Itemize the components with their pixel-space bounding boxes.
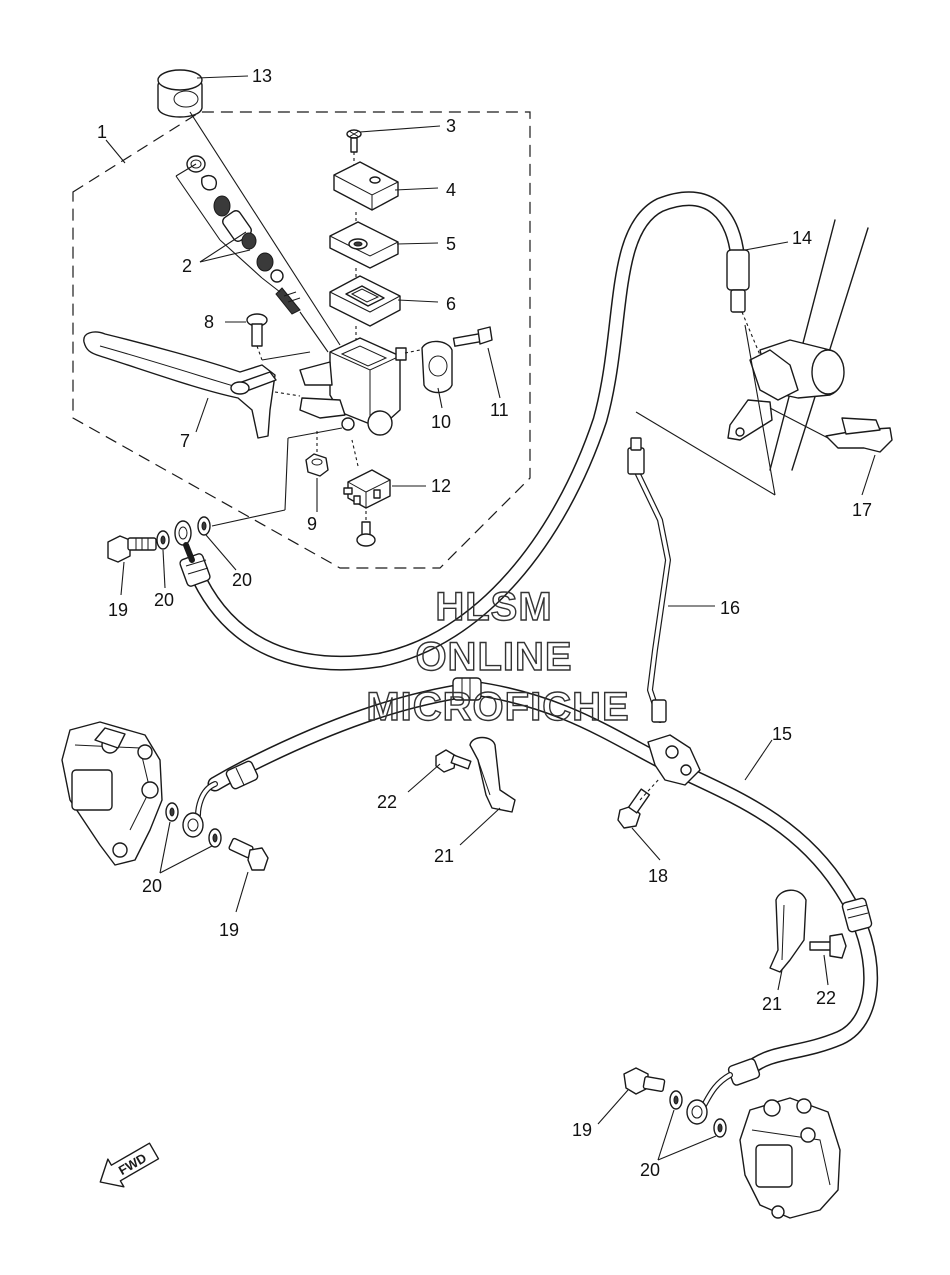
callout-12: 12 [431, 476, 451, 496]
union-bolt-19-right [623, 1067, 666, 1095]
switch-12 [343, 439, 391, 509]
watermark-line-2: ONLINE [415, 635, 572, 679]
nut-9 [305, 430, 329, 477]
callout-19-upper: 19 [108, 600, 128, 620]
brake-hose-left [207, 682, 476, 792]
callout-3: 3 [446, 116, 456, 136]
piston-kit-2 [186, 155, 301, 315]
clamp-21-right [769, 889, 807, 973]
callout-14: 14 [792, 228, 812, 248]
callout-19-left: 19 [219, 920, 239, 940]
callout-19-right: 19 [572, 1120, 592, 1140]
switch-screw [356, 510, 376, 547]
union-bolt-19-left [228, 837, 269, 871]
callout-17: 17 [852, 500, 872, 520]
callout-20-upper-b: 20 [232, 570, 252, 590]
cover-4 [333, 161, 399, 211]
holder-10 [421, 340, 453, 394]
callout-21-left: 21 [434, 846, 454, 866]
callout-15: 15 [772, 724, 792, 744]
callout-20-upper-a: 20 [154, 590, 174, 610]
callout-labels: 13 1 3 4 5 6 2 8 7 10 11 12 9 19 20 20 1… [97, 66, 872, 1180]
diaphragm-6 [329, 275, 401, 327]
bolt-22-left [435, 749, 472, 773]
callout-22-left: 22 [377, 792, 397, 812]
screw-3 [346, 129, 362, 153]
callout-13: 13 [252, 66, 272, 86]
leader-lines [105, 75, 876, 1161]
callout-20-left: 20 [142, 876, 162, 896]
bolt-11 [452, 326, 493, 347]
washer-20-left [165, 802, 222, 848]
callout-10: 10 [431, 412, 451, 432]
callout-9: 9 [307, 514, 317, 534]
hose-joint-block [647, 734, 701, 786]
callout-22-right: 22 [816, 988, 836, 1008]
lever-7 [83, 331, 277, 439]
bolt-22-right [809, 933, 847, 959]
brake-pipe-16 [627, 437, 671, 723]
callout-18: 18 [648, 866, 668, 886]
pivot-bolt-8 [246, 313, 311, 361]
hose-fittings [179, 249, 873, 1086]
watermark: HLSM ONLINE MICROFICHE [366, 584, 630, 729]
callout-8: 8 [204, 312, 214, 332]
union-bolt-19-upper [107, 535, 157, 563]
callout-2: 2 [182, 256, 192, 276]
plate-5 [329, 221, 399, 269]
callout-7: 7 [180, 431, 190, 451]
watermark-line-1: HLSM [435, 585, 552, 629]
watermark-line-3: MICROFICHE [366, 685, 629, 729]
brake-hose-upper [187, 191, 746, 671]
caliper-right [739, 1097, 841, 1219]
callout-11: 11 [490, 400, 509, 420]
callout-4: 4 [446, 180, 456, 200]
cap-13 [157, 69, 203, 118]
washer-20-right [669, 1090, 727, 1138]
fwd-arrow-icon: FWD [99, 1142, 160, 1188]
callout-6: 6 [446, 294, 456, 314]
callout-20-right: 20 [640, 1160, 660, 1180]
handlebar-mount [727, 219, 869, 471]
callout-21-right: 21 [762, 994, 782, 1014]
callout-16: 16 [720, 598, 740, 618]
callout-5: 5 [446, 234, 456, 254]
callout-1: 1 [97, 122, 107, 142]
caliper-left [61, 721, 163, 866]
clamp-21-left [469, 736, 516, 813]
brake-hose-15 [464, 680, 879, 1078]
master-cylinder-body [299, 337, 407, 436]
clip-17 [825, 417, 893, 453]
